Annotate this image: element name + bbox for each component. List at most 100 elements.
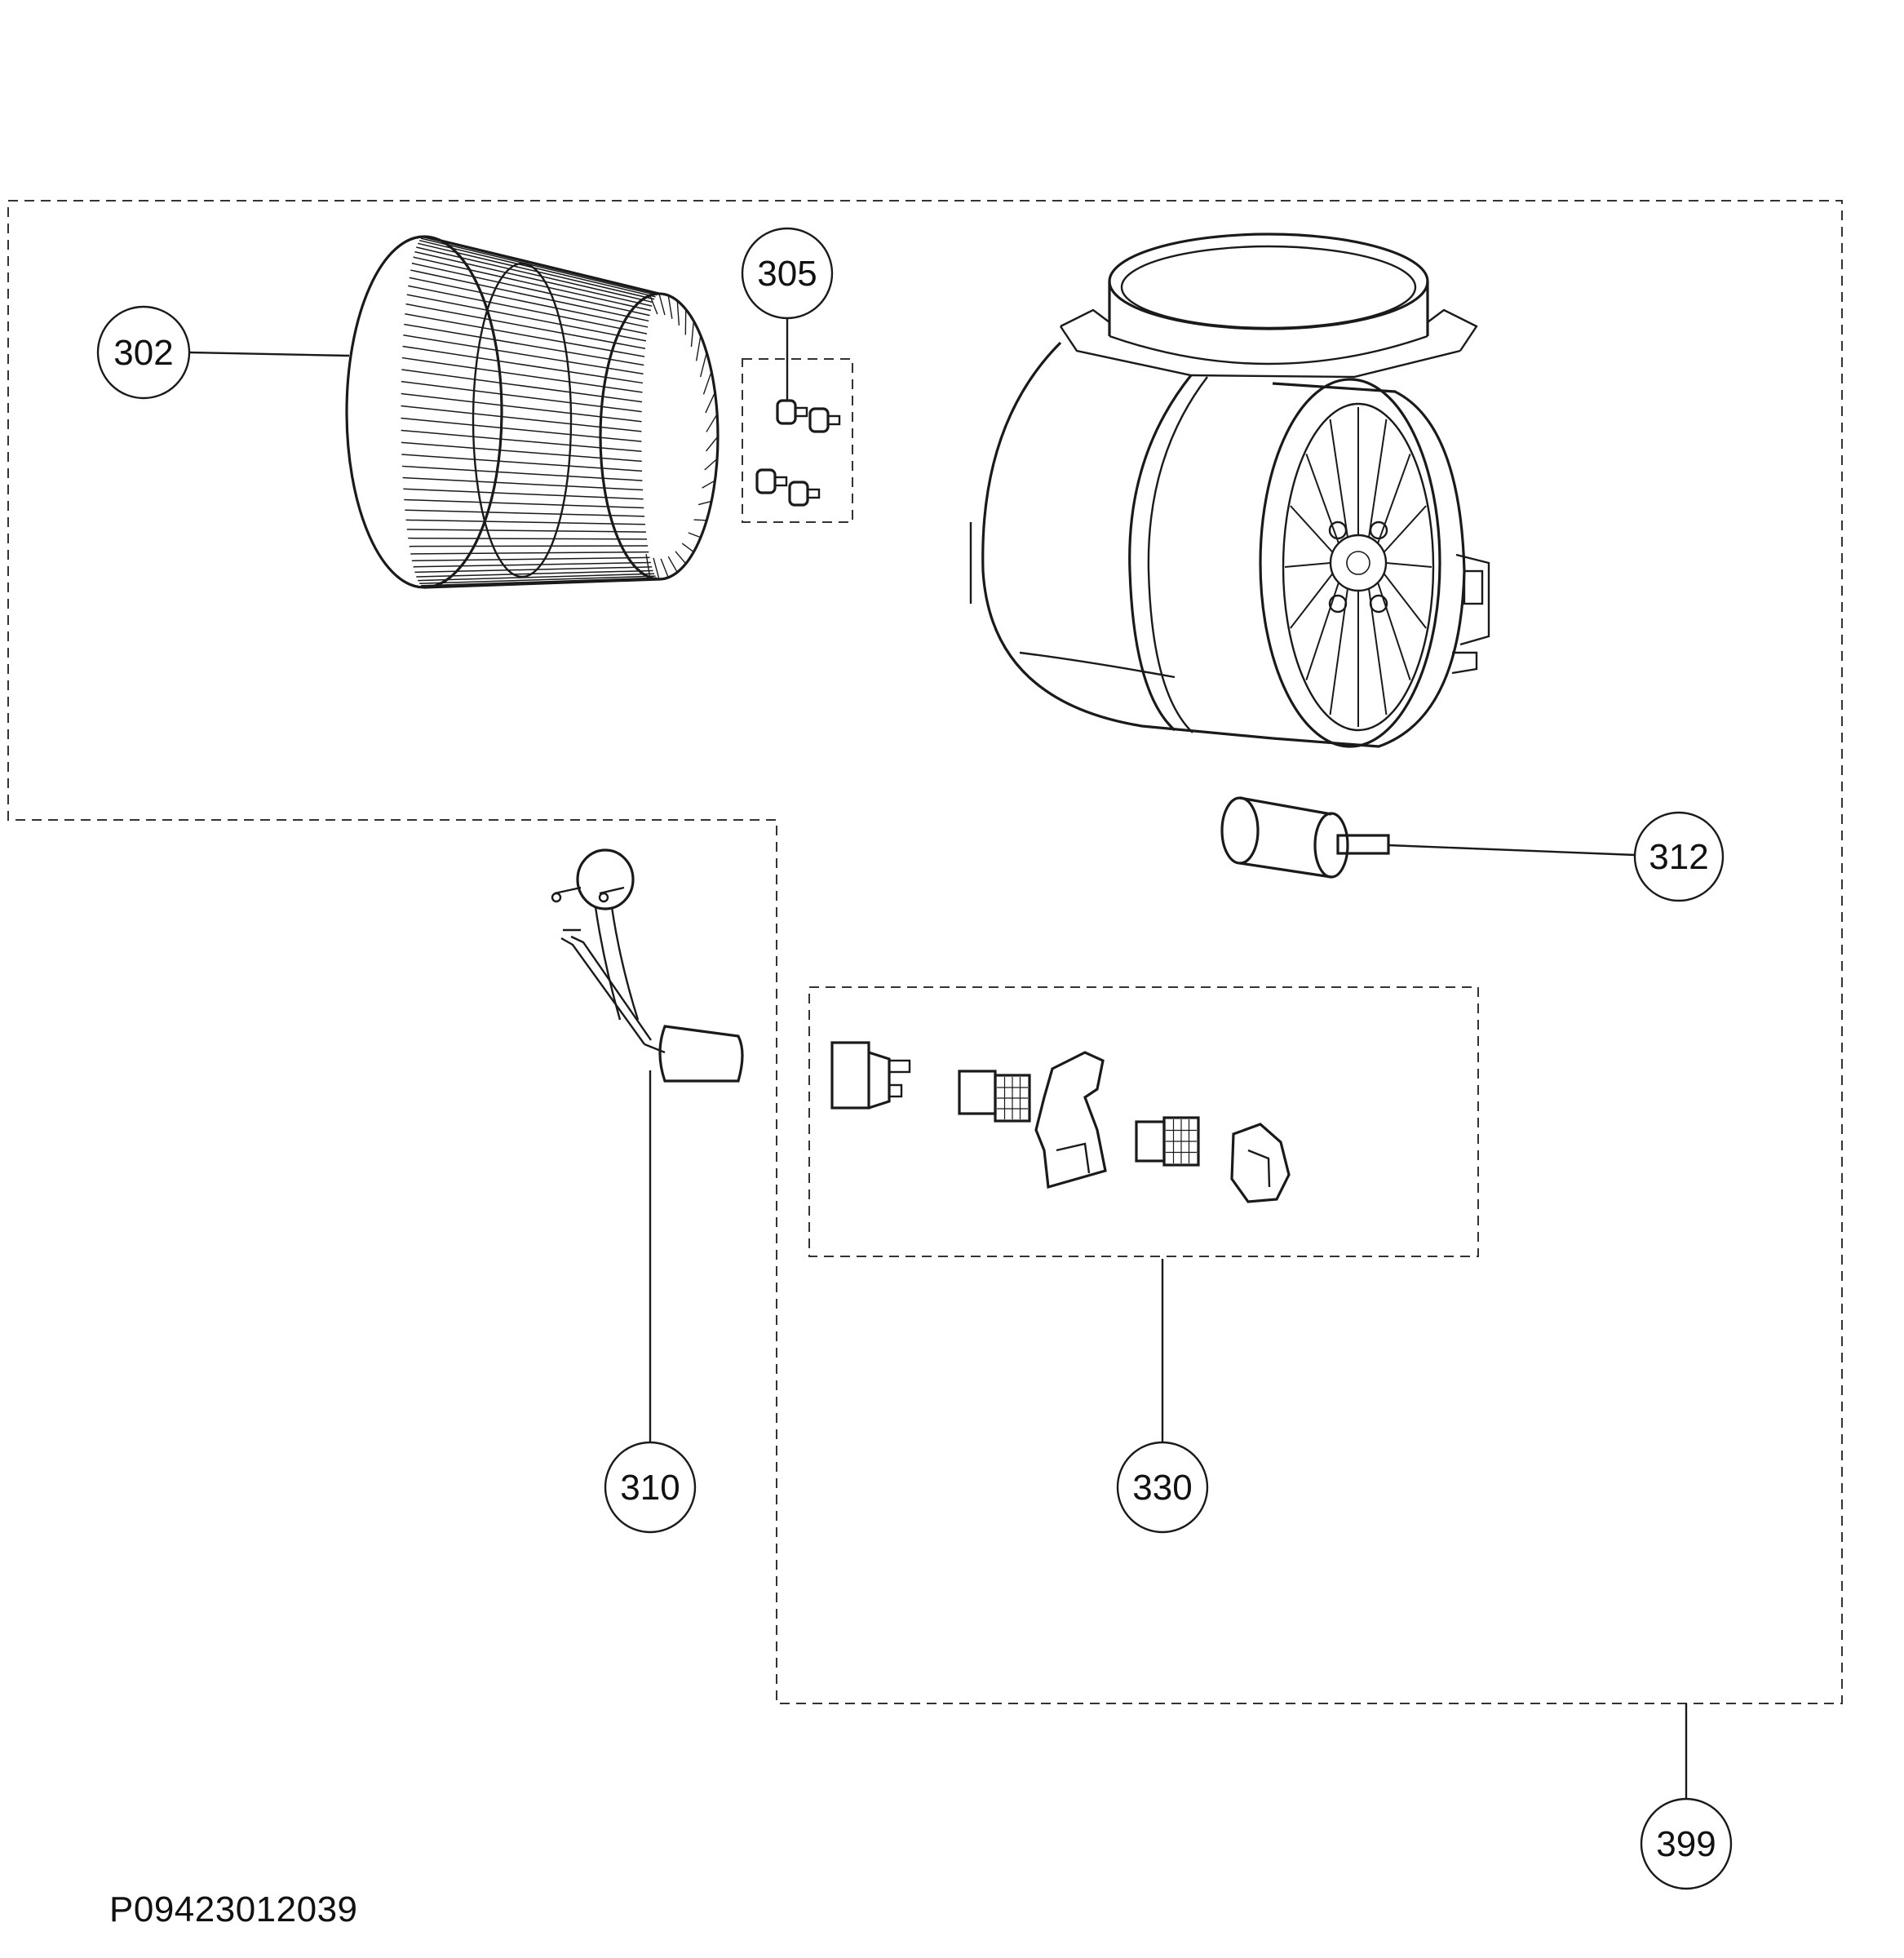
line-detail xyxy=(1290,573,1334,629)
line-detail xyxy=(645,554,651,578)
line-detail xyxy=(695,335,702,361)
line-detail xyxy=(406,294,647,342)
line-detail xyxy=(681,543,694,553)
line-detail xyxy=(401,465,643,481)
line-detail xyxy=(1377,582,1411,680)
line-detail xyxy=(403,488,644,500)
line-detail xyxy=(405,509,645,517)
callout-310: 310 xyxy=(604,1441,697,1534)
line-detail xyxy=(401,380,642,413)
assembly-boundary-399 xyxy=(7,200,1843,1704)
line-detail xyxy=(401,454,643,472)
line-detail xyxy=(416,246,653,303)
line-detail xyxy=(422,236,658,295)
line-detail xyxy=(1290,505,1334,553)
blower-housing xyxy=(969,233,1490,748)
callout-302-label: 302 xyxy=(113,333,173,373)
line-detail xyxy=(414,566,653,574)
line-detail xyxy=(1385,562,1432,568)
line-detail xyxy=(1383,573,1427,629)
line-detail xyxy=(401,441,642,463)
line-detail xyxy=(1305,454,1339,544)
line-detail xyxy=(416,569,653,578)
line-detail xyxy=(1383,505,1427,553)
line-detail xyxy=(410,269,649,322)
line-detail xyxy=(418,239,656,298)
callout-312-label: 312 xyxy=(1649,837,1708,877)
blower-wheel-302 xyxy=(345,235,720,589)
line-detail xyxy=(401,369,643,403)
line-detail xyxy=(405,313,645,357)
line-detail xyxy=(1377,454,1411,544)
line-detail xyxy=(420,237,658,296)
leader-lines xyxy=(188,318,1688,1799)
line-detail xyxy=(419,575,656,585)
line-detail xyxy=(402,476,644,491)
callout-399-label: 399 xyxy=(1656,1824,1716,1864)
callout-399: 399 xyxy=(1640,1797,1733,1890)
line-detail xyxy=(411,262,650,317)
callout-305-label: 305 xyxy=(757,254,817,294)
document-id: P09423012039 xyxy=(109,1889,358,1929)
line-detail xyxy=(409,545,649,547)
line-detail xyxy=(658,293,666,316)
line-detail xyxy=(410,551,649,555)
callout-330-label: 330 xyxy=(1132,1468,1192,1508)
line-detail xyxy=(405,303,646,349)
line-detail xyxy=(706,414,718,432)
line-detail xyxy=(405,519,645,525)
line-detail xyxy=(423,236,660,295)
line-detail xyxy=(414,250,653,307)
line-detail xyxy=(404,498,644,509)
line-detail xyxy=(1305,582,1339,680)
line-detail xyxy=(401,417,642,442)
line-detail xyxy=(706,436,719,452)
line-detail xyxy=(702,371,712,395)
line-detail xyxy=(676,300,680,326)
line-detail xyxy=(688,532,702,538)
line-detail xyxy=(667,556,678,573)
line-detail xyxy=(401,357,643,393)
wiring-harness-310 xyxy=(551,848,744,1083)
line-detail xyxy=(403,334,644,375)
line-detail xyxy=(401,392,642,423)
line-detail xyxy=(406,529,646,533)
line-detail xyxy=(690,321,695,348)
line-detail xyxy=(649,295,658,315)
callout-312: 312 xyxy=(1633,811,1725,902)
line-detail xyxy=(413,561,651,568)
line-detail xyxy=(697,500,712,506)
line-detail xyxy=(417,242,655,300)
line-detail xyxy=(704,458,718,471)
line-detail xyxy=(699,352,707,378)
line-detail xyxy=(408,285,648,334)
connectors-330 xyxy=(830,1041,1291,1203)
line-detail xyxy=(1368,419,1388,538)
capacitor-312 xyxy=(1220,796,1390,879)
line-detail xyxy=(675,551,687,565)
line-detail xyxy=(423,578,660,588)
callout-330: 330 xyxy=(1116,1441,1209,1534)
line-detail xyxy=(402,345,644,384)
line-detail xyxy=(702,480,715,489)
line-detail xyxy=(401,429,642,453)
callout-305: 305 xyxy=(741,227,834,320)
group-boundary-305 xyxy=(742,358,853,523)
callout-302: 302 xyxy=(96,305,191,400)
line-detail xyxy=(404,323,644,366)
dampers-305 xyxy=(755,399,841,507)
line-detail xyxy=(1329,588,1348,715)
line-detail xyxy=(418,573,655,582)
line-detail xyxy=(693,519,707,521)
line-detail xyxy=(1284,562,1331,568)
line-detail xyxy=(1368,588,1388,715)
line-detail xyxy=(705,392,716,414)
line-detail xyxy=(408,537,647,540)
line-detail xyxy=(653,557,660,580)
line-detail xyxy=(1329,419,1348,538)
line-detail xyxy=(667,295,673,319)
line-detail xyxy=(409,277,649,328)
group-boundary-330 xyxy=(808,986,1479,1257)
line-detail xyxy=(413,256,652,312)
